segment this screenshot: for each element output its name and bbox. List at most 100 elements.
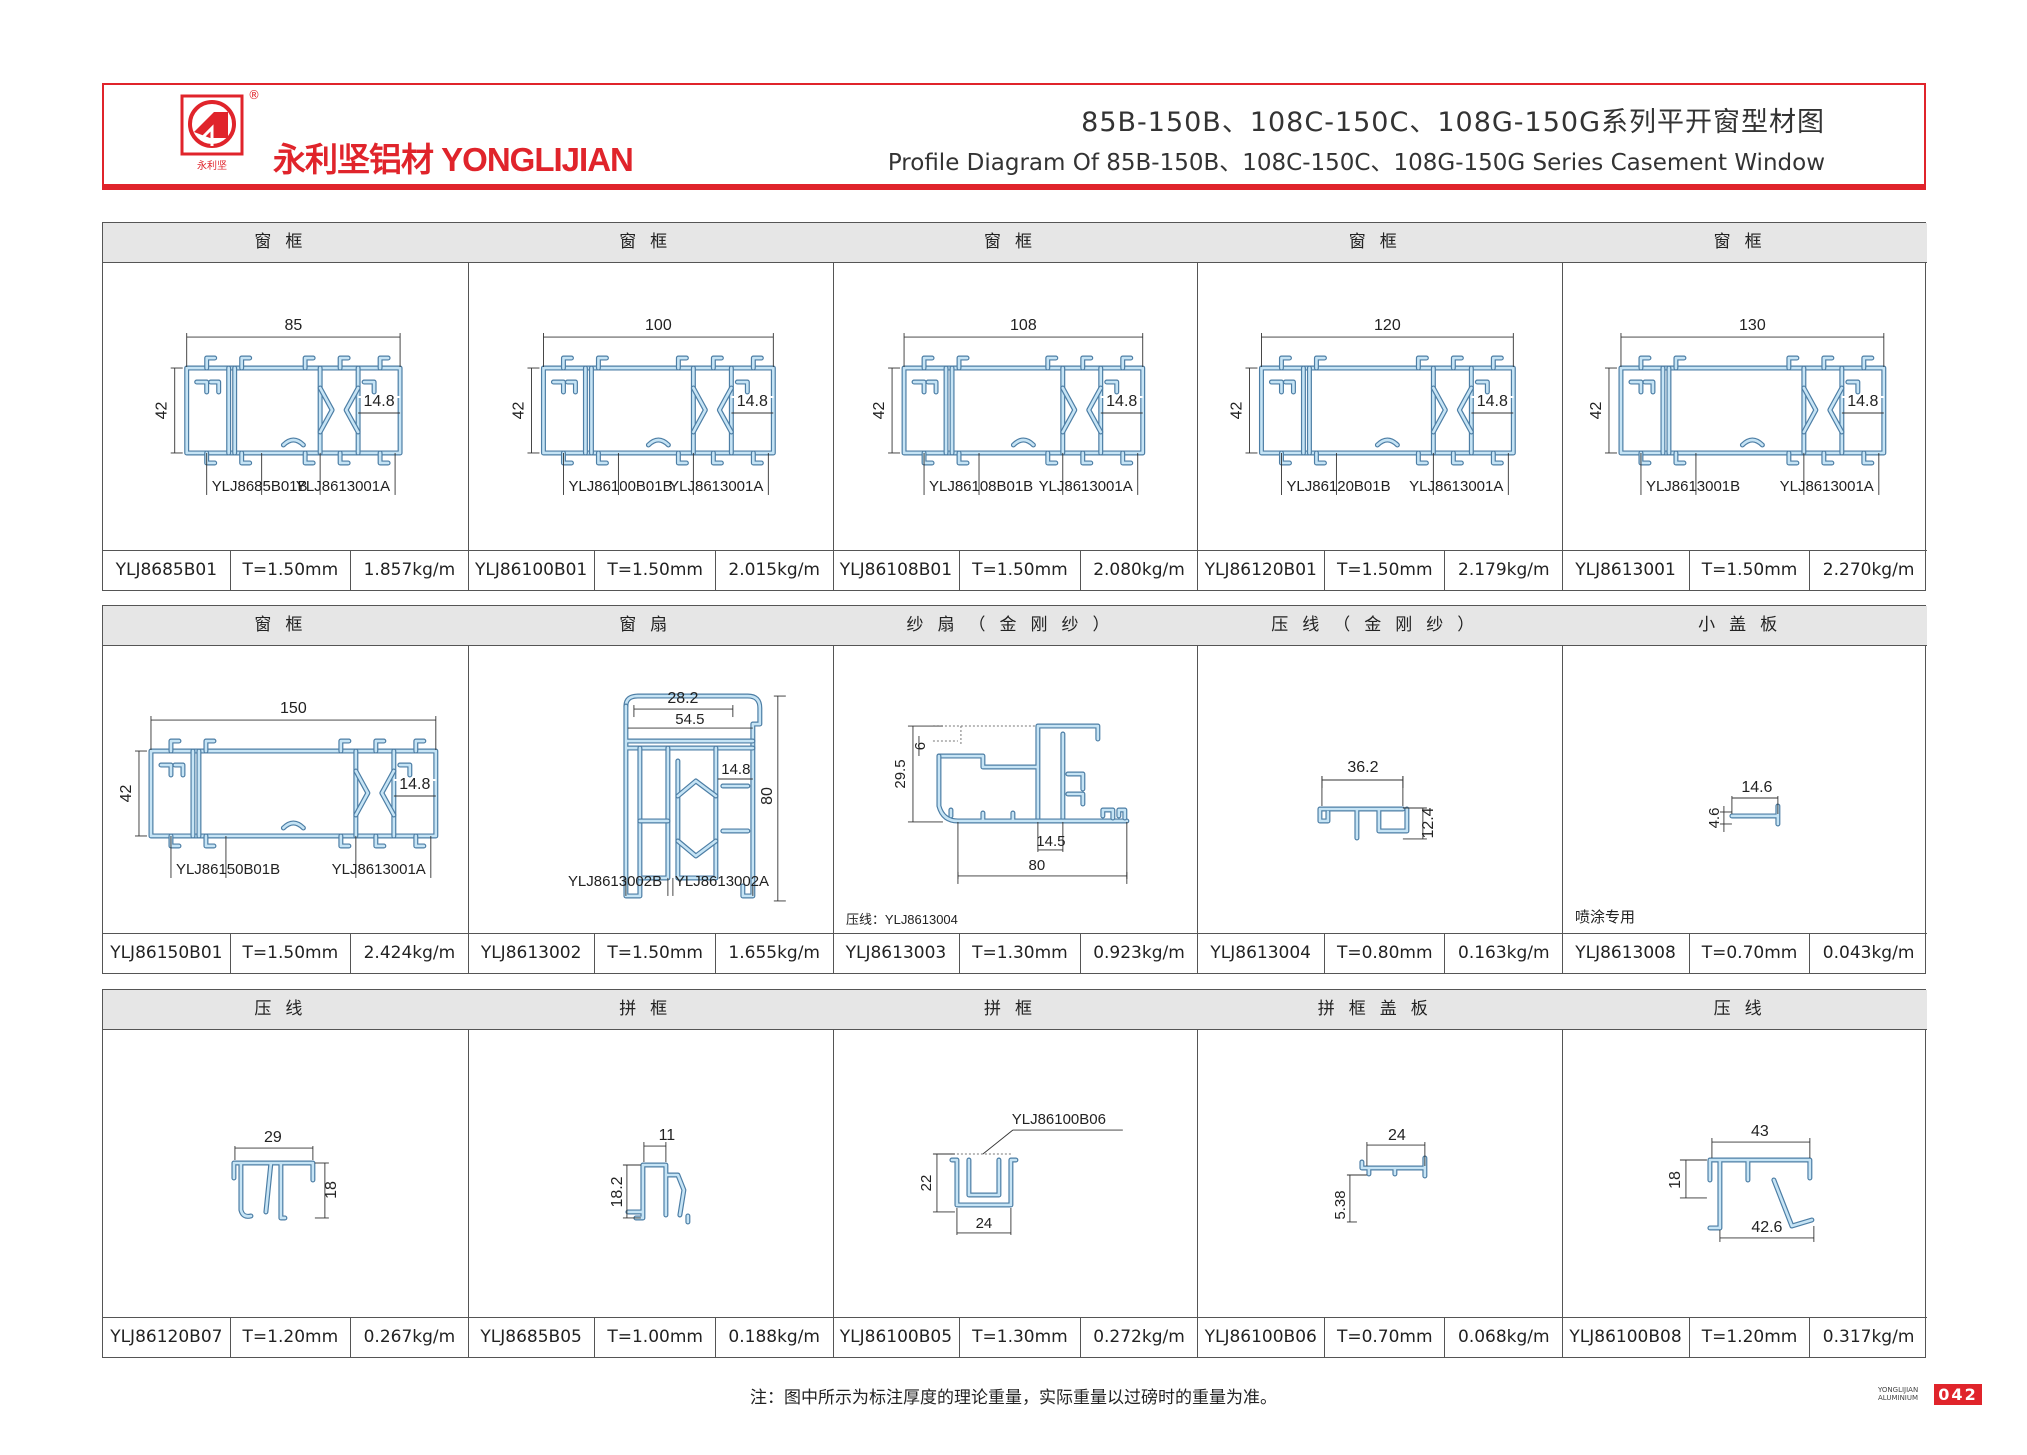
dimension-line	[982, 1129, 1013, 1155]
profile-section	[1822, 356, 1834, 370]
profile-drawing: 29 18	[231, 1129, 340, 1221]
profile-section	[1011, 438, 1035, 447]
profile-category-header: 拼框	[467, 990, 833, 1030]
profile-section	[1432, 386, 1474, 434]
profile-section	[205, 356, 216, 370]
profile-section	[676, 779, 717, 858]
dimension-label: 18	[323, 1181, 340, 1199]
profile-section	[1260, 366, 1516, 455]
profile-section	[626, 1163, 689, 1224]
part-label: YLJ8613001A	[296, 478, 390, 495]
unit-weight: 2.080kg/m	[1093, 560, 1185, 580]
profile-section	[374, 739, 386, 753]
part-label: YLJ8613001B	[1646, 478, 1740, 495]
profile-drawing: 36.212.4	[1317, 759, 1437, 841]
profile-section	[596, 356, 608, 370]
profile-section	[957, 356, 968, 370]
profile-section	[1708, 1158, 1814, 1230]
dimension-label: 42	[118, 784, 135, 802]
profile-section	[204, 834, 216, 848]
profile-section	[1452, 451, 1464, 465]
profile-section	[240, 451, 251, 465]
profile-outline	[231, 1160, 316, 1221]
profile-code: YLJ86150B01	[103, 934, 231, 973]
profile-code: YLJ8613001	[1562, 551, 1690, 590]
dimension-label: 4.6	[1706, 808, 1723, 829]
page-title-en: Profile Diagram Of 85B-150B、108C-150C、10…	[887, 150, 1825, 176]
label-backdrop	[1842, 396, 1885, 399]
note-label: 喷涂专用	[1575, 909, 1635, 926]
profile-section	[1787, 356, 1799, 370]
profile-category-header: 压线（金刚纱）	[1197, 606, 1563, 646]
profile-drawing: 245.38	[1332, 1127, 1428, 1223]
wall-thickness: T=1.50mm	[595, 934, 716, 973]
profile-category-header: 拼框	[832, 990, 1198, 1030]
brand-name: 永利坚铝材 YONGLIJIAN	[273, 141, 634, 178]
profile-section	[1417, 451, 1429, 465]
profile-category-header: 窗框	[1562, 223, 1927, 263]
part-label: YLJ8685B01B	[212, 478, 308, 495]
part-label: YLJ8613001A	[1410, 478, 1504, 495]
part-label: YLJ8613001A	[669, 478, 763, 495]
dimension-label: 43	[1751, 1123, 1769, 1140]
dimension-label: 54.5	[675, 711, 704, 728]
dimension-label: 80	[759, 787, 776, 805]
profile-outline	[1801, 365, 1845, 456]
unit-weight: 0.043kg/m	[1822, 943, 1915, 963]
profile-section	[1376, 438, 1400, 447]
unit-weight: 0.163kg/m	[1458, 943, 1550, 963]
profile-code: YLJ86100B06	[1197, 1318, 1326, 1357]
dimension-label: 14.5	[1036, 833, 1065, 850]
profile-outline	[1801, 385, 1845, 435]
profile-section	[541, 366, 775, 455]
part-label: YLJ8613001A	[1038, 478, 1132, 495]
page-number: 042	[1934, 1384, 1982, 1405]
profile-code: YLJ86100B08	[1562, 1318, 1690, 1357]
profile-section	[374, 834, 386, 848]
profile-section	[204, 739, 216, 753]
dimension-label: 29	[264, 1129, 282, 1146]
wall-thickness: T=1.00mm	[595, 1318, 716, 1357]
profile-section	[1302, 366, 1312, 455]
profile-category-header: 拼框盖板	[1197, 990, 1563, 1030]
profile-section	[1802, 366, 1844, 455]
profile-code: YLJ8613008	[1562, 934, 1690, 973]
profile-section	[937, 724, 1099, 823]
profile-category-header: 压线	[103, 990, 468, 1030]
profile-section	[1066, 772, 1126, 820]
profile-section	[1822, 451, 1834, 465]
profile-section	[414, 739, 426, 753]
logo-text: 永利坚	[197, 159, 227, 172]
profile-outline	[353, 768, 397, 818]
profile-section	[282, 821, 305, 830]
unit-weight: 0.068kg/m	[1458, 1327, 1550, 1347]
dimension-label: 100	[645, 317, 672, 334]
wall-thickness: T=1.50mm	[595, 551, 716, 590]
profile-section	[378, 451, 390, 465]
unit-weight: 0.923kg/m	[1093, 943, 1185, 963]
dimension-label: 85	[285, 317, 303, 334]
profile-section	[232, 1161, 315, 1220]
unit-weight: 0.272kg/m	[1093, 1327, 1185, 1347]
profile-outline	[550, 379, 750, 395]
profile-outline	[353, 748, 397, 839]
profile-section	[691, 366, 733, 455]
profile-section	[1360, 1156, 1427, 1178]
dimension-label: 24	[1388, 1127, 1406, 1144]
